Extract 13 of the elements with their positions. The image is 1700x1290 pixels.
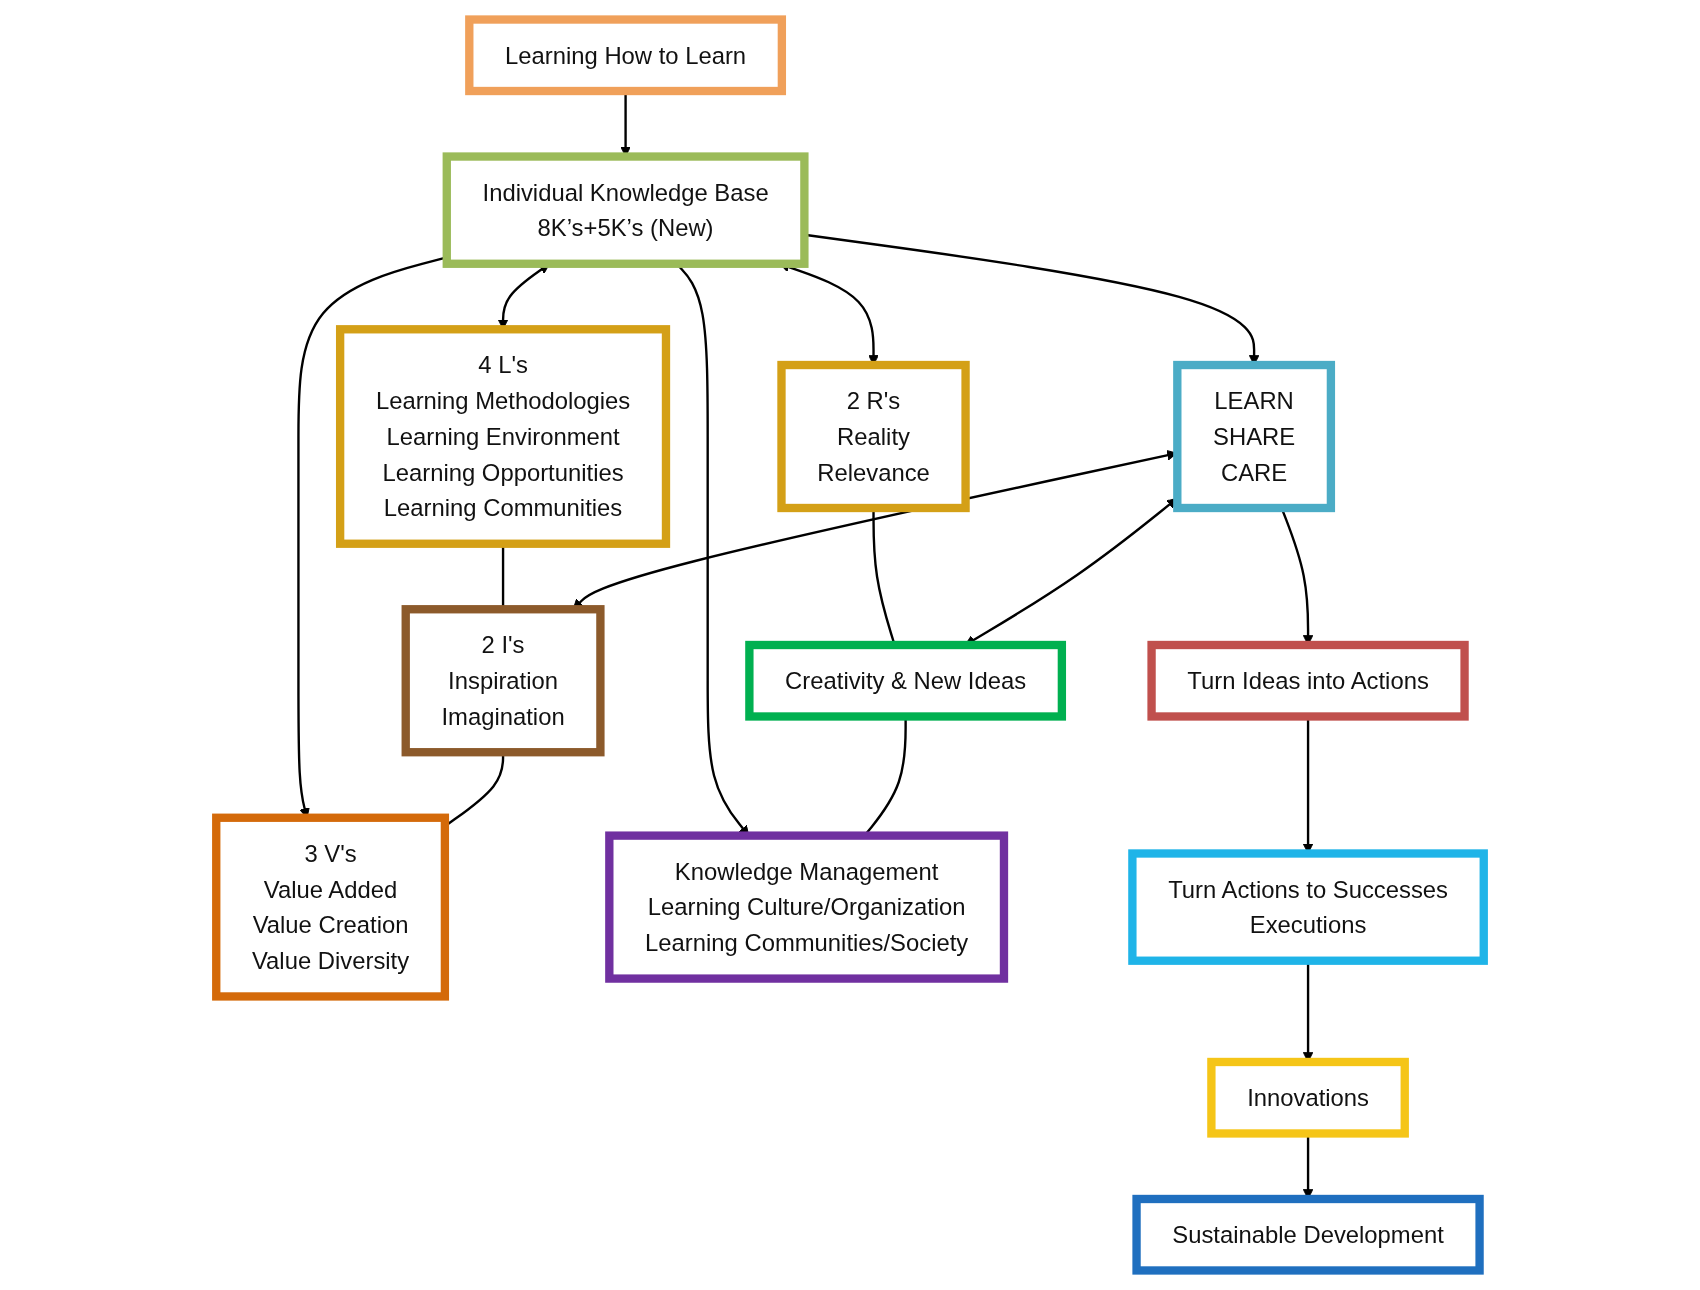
node-box: LEARN SHARE CARE — [1173, 360, 1336, 513]
node-box: Innovations — [1207, 1057, 1409, 1138]
node-box: Knowledge Management Learning Culture/Organization Learning Communities/Society — [605, 831, 1009, 983]
node-box: 3 V's Value Added Value Creation Value Diversity — [212, 813, 450, 1001]
node-box: 2 R's Reality Relevance — [777, 360, 970, 513]
node-box: 4 L's Learning Methodologies Learning Environment Learning Opportunities Learning Communities — [335, 325, 671, 548]
node-box: Creativity & New Ideas — [745, 640, 1067, 721]
node-box: Sustainable Development — [1132, 1194, 1484, 1275]
node-box: Learning How to Learn — [465, 15, 787, 96]
node-box: Turn Actions to Successes Executions — [1128, 849, 1488, 965]
node-box: Individual Knowledge Base 8K’s+5K’s (New) — [442, 152, 809, 268]
node-box: 2 I's Inspiration Imagination — [401, 605, 605, 757]
node-box: Turn Ideas into Actions — [1147, 640, 1469, 721]
